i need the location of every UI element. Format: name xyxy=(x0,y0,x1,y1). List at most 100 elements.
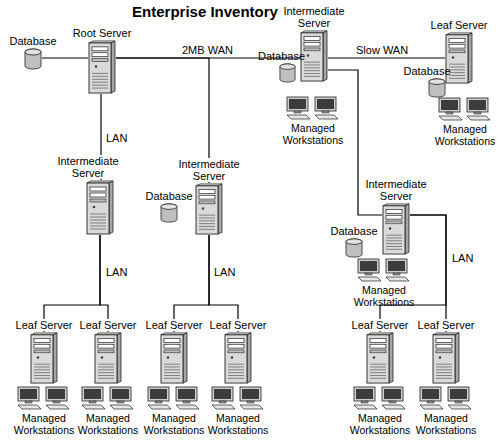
vent-line xyxy=(90,226,106,227)
node-text: Root Server xyxy=(73,27,132,39)
monitor-stand xyxy=(117,401,124,403)
node-text: Managed Workstations xyxy=(412,412,480,436)
link-label: LAN xyxy=(106,266,127,278)
monitor-screen xyxy=(289,99,306,109)
database-body xyxy=(25,49,41,69)
monitor-screen xyxy=(469,100,486,110)
vent-line xyxy=(164,378,180,379)
server-node: Leaf Server xyxy=(366,332,394,384)
power-button xyxy=(373,356,376,358)
vent-line xyxy=(436,375,452,376)
vent-line xyxy=(92,73,108,74)
node-label: Leaf Server xyxy=(417,319,476,331)
node-text: Intermediate Server xyxy=(362,178,430,202)
database-icon xyxy=(24,48,42,70)
workstations-node: Managed Workstations xyxy=(418,386,474,410)
drive-slot xyxy=(449,50,465,53)
vent-line xyxy=(164,366,180,367)
workstation xyxy=(176,387,199,409)
keyboard xyxy=(240,405,263,409)
workstations-icon xyxy=(210,386,266,410)
drive-slot xyxy=(228,350,244,353)
vent-line xyxy=(98,378,114,379)
workstation xyxy=(386,259,409,281)
server-node: Intermediate Server xyxy=(86,180,114,235)
diagram-title: Enterprise Inventory xyxy=(0,3,410,21)
workstation xyxy=(354,387,377,409)
node-text: Managed Workstations xyxy=(279,122,347,146)
monitor-screen xyxy=(422,389,439,399)
node-label: Database xyxy=(258,50,305,62)
vent-line xyxy=(304,76,320,77)
node-label: Managed Workstations xyxy=(412,412,480,436)
vent-line xyxy=(199,220,215,221)
drive-bay xyxy=(34,344,50,348)
vent-line xyxy=(449,78,465,79)
vent-line xyxy=(304,62,320,63)
vent-line xyxy=(370,375,386,376)
database-top xyxy=(346,239,362,244)
vent-line xyxy=(164,375,180,376)
drive-bay xyxy=(386,215,402,219)
vent-line xyxy=(304,67,320,68)
vent-line xyxy=(34,369,50,370)
node-text: Managed Workstations xyxy=(10,412,78,436)
vent-line xyxy=(436,378,452,379)
link-label: LAN xyxy=(106,132,127,144)
monitor-stand xyxy=(427,401,434,403)
node-label: Leaf Server xyxy=(209,319,268,331)
drive-bay xyxy=(228,344,244,348)
node-text: Leaf Server xyxy=(210,319,267,331)
power-button xyxy=(95,65,98,68)
server-side xyxy=(183,333,187,383)
vent-line xyxy=(199,223,215,224)
monitor-stand xyxy=(294,111,301,113)
keyboard xyxy=(354,405,377,409)
link-label: Slow WAN xyxy=(356,44,408,56)
vent-line xyxy=(386,237,402,238)
vent-line xyxy=(436,372,452,373)
server-node: Leaf Server xyxy=(224,332,252,384)
monitor-stand xyxy=(155,401,162,403)
workstation xyxy=(448,387,471,409)
monitor-stand xyxy=(361,401,368,403)
power-button xyxy=(37,356,40,358)
workstations-icon xyxy=(80,386,136,410)
monitor-case xyxy=(467,98,488,112)
vent-line xyxy=(370,366,386,367)
vent-line xyxy=(164,372,180,373)
database-node: Database xyxy=(24,48,42,70)
keyboard xyxy=(212,405,235,409)
database-top xyxy=(280,64,295,69)
vent-line xyxy=(449,69,465,70)
power-button xyxy=(231,356,234,358)
keyboard xyxy=(448,405,471,409)
node-text: Intermediate Server xyxy=(175,158,243,182)
node-text: Database xyxy=(9,35,56,47)
power-button xyxy=(167,356,170,358)
network-link xyxy=(174,235,209,332)
server-icon xyxy=(160,332,188,384)
database-body xyxy=(346,239,362,257)
vent-line xyxy=(449,64,465,65)
monitor-case xyxy=(46,387,67,401)
node-text: Managed Workstations xyxy=(204,412,272,436)
monitor-stand xyxy=(53,401,60,403)
vent-line xyxy=(98,369,114,370)
workstations-icon xyxy=(418,386,474,410)
server-side xyxy=(218,184,222,234)
database-body xyxy=(161,204,177,222)
monitor-screen xyxy=(150,389,167,399)
drive-bay xyxy=(386,210,402,214)
node-label: Managed Workstations xyxy=(204,412,272,436)
server-node: Leaf Server xyxy=(94,332,122,384)
node-text: Database xyxy=(330,225,377,237)
database-icon xyxy=(345,238,363,258)
monitor-case xyxy=(287,97,308,111)
vent-line xyxy=(34,366,50,367)
vent-line xyxy=(436,369,452,370)
server-icon xyxy=(224,332,252,384)
workstation xyxy=(382,387,405,409)
monitor-case xyxy=(315,97,336,111)
drive-bay xyxy=(436,339,452,343)
